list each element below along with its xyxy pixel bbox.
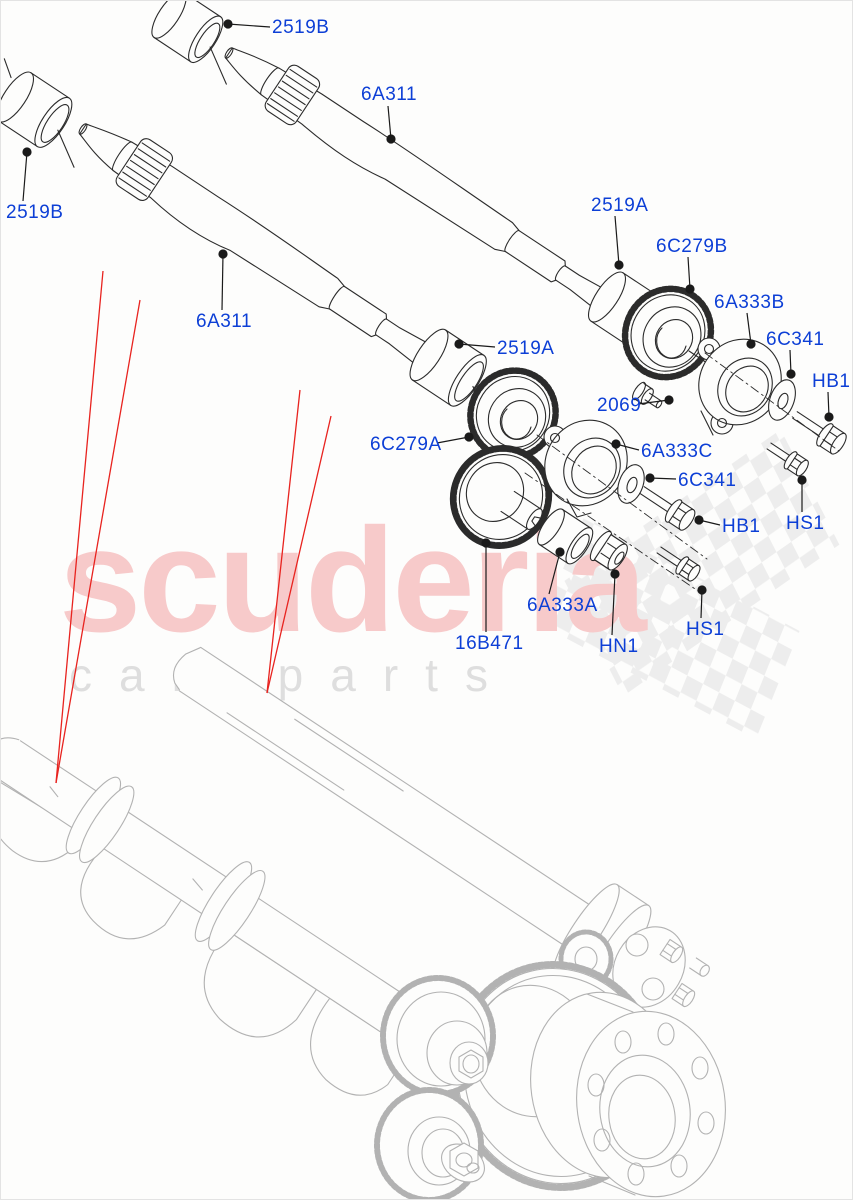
watermark-subtitle: car parts <box>69 649 515 701</box>
part-label-2519b-top[interactable]: 2519B <box>272 17 330 38</box>
part-label-6c279a[interactable]: 6C279A <box>370 434 442 455</box>
part-6a333b-carrier <box>697 337 782 436</box>
part-label-6a333b[interactable]: 6A333B <box>714 292 785 313</box>
part-hb1-left-bolt <box>639 486 696 531</box>
part-16b471-gear <box>449 445 553 549</box>
part-2069-pin <box>632 381 663 409</box>
part-label-6c341-right[interactable]: 6C341 <box>766 329 825 350</box>
leader-lines <box>22 19 834 636</box>
assembled-balance-shaft-view <box>1 646 726 1199</box>
part-label-6a333c[interactable]: 6A333C <box>641 441 713 462</box>
part-6a333a-bushing <box>537 508 594 565</box>
part-6a311-left-shaft <box>78 123 433 367</box>
part-label-hb1-right[interactable]: HB1 <box>812 371 851 392</box>
assembled-gear-train <box>374 926 726 1199</box>
part-label-6c279b[interactable]: 6C279B <box>656 236 728 257</box>
part-6a333c-carrier <box>543 419 628 518</box>
part-label-6a311-top[interactable]: 6A311 <box>361 84 418 105</box>
part-label-hs1-right[interactable]: HS1 <box>786 513 825 534</box>
part-6c341-right-washer <box>768 379 796 421</box>
red-reference-lines <box>55 270 332 784</box>
part-label-2069[interactable]: 2069 <box>597 395 642 416</box>
axis-lines <box>524 352 840 594</box>
part-hn1-nut <box>589 530 628 571</box>
part-label-6c341-left[interactable]: 6C341 <box>678 470 737 491</box>
part-hs1-bottom-bolt <box>656 546 701 582</box>
part-label-16b471[interactable]: 16B471 <box>455 633 524 654</box>
assembled-shaft-left <box>1 737 422 1096</box>
part-label-hs1-bottom[interactable]: HS1 <box>686 619 725 640</box>
checkered-flag-icon <box>540 429 840 740</box>
part-2519b-top-bushing <box>151 1 227 85</box>
part-2519b-left-bushing <box>1 58 75 168</box>
exploded-view <box>1 1 847 594</box>
part-hs1-right-bolt <box>766 442 809 477</box>
part-label-6a333a[interactable]: 6A333A <box>527 595 598 616</box>
part-6c341-left-washer <box>617 464 645 504</box>
part-label-2519a-right[interactable]: 2519A <box>591 195 649 216</box>
part-label-6a311-left[interactable]: 6A311 <box>196 311 253 332</box>
part-label-2519a-left[interactable]: 2519A <box>497 338 555 359</box>
part-label-hn1[interactable]: HN1 <box>599 636 639 657</box>
part-label-2519b-left[interactable]: 2519B <box>6 202 64 223</box>
part-6a311-top-shaft <box>224 47 614 314</box>
part-hb1-right-bolt <box>792 411 847 455</box>
part-label-hb1-left[interactable]: HB1 <box>722 516 761 537</box>
